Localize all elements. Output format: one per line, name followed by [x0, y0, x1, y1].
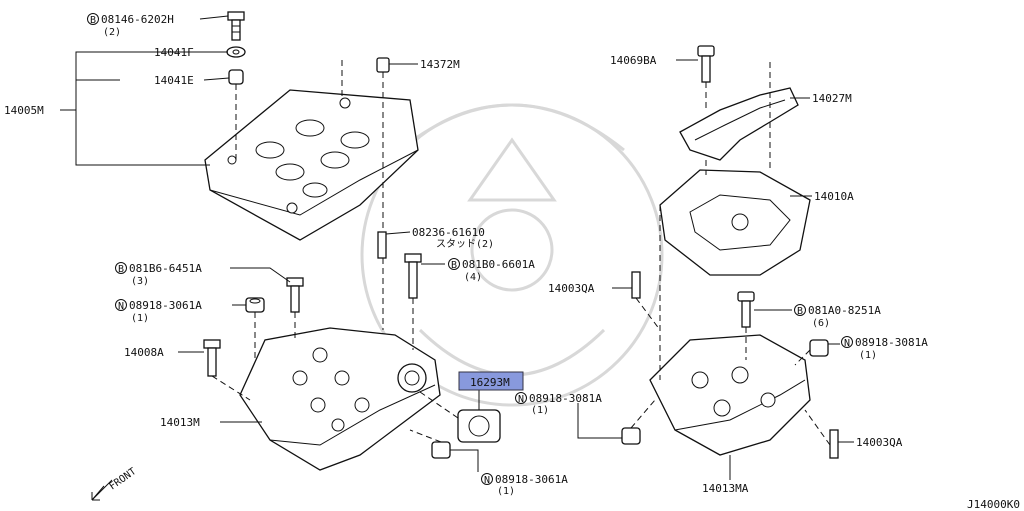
callout-08918-3081A-right[interactable]: N 08918-3081A (1) — [841, 336, 929, 361]
stud-14003QA-lower-icon[interactable] — [829, 429, 839, 459]
bolt-081B6-icon[interactable] — [286, 277, 304, 313]
callout-14027M[interactable]: 14027M — [812, 92, 852, 105]
callout-16293M[interactable]: 16293M — [458, 371, 524, 391]
callout-14003QA-upper[interactable]: 14003QA — [548, 282, 595, 295]
callout-label: 14041F — [154, 46, 194, 59]
callout-14069BA[interactable]: 14069BA — [610, 54, 657, 67]
callout-label: 14005M — [4, 104, 44, 117]
callout-label: 08236-61610 — [412, 226, 485, 239]
callout-14372M[interactable]: 14372M — [420, 58, 460, 71]
front-arrow: FRONT — [91, 466, 138, 501]
callout-14003QA-lower[interactable]: 14003QA — [856, 436, 903, 449]
callout-label: 08918-3061A — [495, 473, 568, 486]
callout-label: 081B6-6451A — [129, 262, 202, 275]
bolt-14008A-icon[interactable] — [203, 339, 221, 377]
engine-cover-14005M-icon[interactable] — [204, 89, 419, 241]
callout-14005M[interactable]: 14005M — [4, 104, 44, 117]
gasket-14010A-icon[interactable] — [659, 169, 811, 276]
callout-081A0-8251A[interactable]: B 081A0-8251A (6) — [794, 304, 882, 329]
callout-label: 081B0-6601A — [462, 258, 535, 271]
gasket-16293M-icon[interactable] — [457, 409, 501, 443]
bolt-08146-icon[interactable] — [227, 11, 245, 41]
callout-label: 14008A — [124, 346, 164, 359]
callout-08918-3061A-lower[interactable]: N 08918-3061A (1) — [481, 473, 569, 497]
callout-14041F[interactable]: 14041F — [154, 46, 194, 59]
callout-qty: スタッド(2) — [436, 238, 494, 250]
callout-label: 08146-6202H — [101, 13, 174, 26]
callout-08918-3061A-upper[interactable]: N 08918-3061A (1) — [115, 299, 203, 324]
nut-08918-3061A-upper-icon[interactable] — [245, 297, 265, 313]
callout-label: 08918-3081A — [529, 392, 602, 405]
callout-label: 14003QA — [856, 436, 903, 449]
bolt-14069BA-icon[interactable] — [697, 45, 715, 83]
grommet-14041F-icon[interactable] — [226, 46, 246, 58]
callout-qty: (1) — [859, 350, 877, 361]
callout-label: 14010A — [814, 190, 854, 203]
callout-prefix: B — [90, 15, 96, 26]
nut-08918-3061A-lower-icon[interactable] — [431, 441, 451, 459]
callout-prefix: N — [484, 475, 490, 486]
callout-14041E[interactable]: 14041E — [154, 74, 194, 87]
callout-label: 14003QA — [548, 282, 595, 295]
intake-manifold-14013M-icon[interactable] — [239, 327, 441, 471]
front-label: FRONT — [107, 466, 138, 492]
lower-manifold-14013MA-icon[interactable] — [649, 334, 811, 456]
callout-label: 08918-3081A — [855, 336, 928, 349]
callout-14010A[interactable]: 14010A — [814, 190, 854, 203]
callout-qty: (3) — [131, 276, 149, 287]
leader-lines — [60, 15, 854, 480]
stud-14003QA-upper-icon[interactable] — [631, 271, 641, 299]
bolt-081B0-icon[interactable] — [404, 253, 422, 299]
callout-prefix: B — [118, 264, 124, 275]
callout-14008A[interactable]: 14008A — [124, 346, 164, 359]
callout-label: 14372M — [420, 58, 460, 71]
callout-label: 14027M — [812, 92, 852, 105]
bolt-081A0-icon[interactable] — [737, 291, 755, 328]
callout-prefix: N — [518, 394, 524, 405]
callout-label: 14013MA — [702, 482, 749, 495]
bolt-14372M-icon[interactable] — [376, 57, 390, 73]
callout-qty: (1) — [131, 313, 149, 324]
callout-label: 081A0-8251A — [808, 304, 881, 317]
callout-label: 14013M — [160, 416, 200, 429]
nut-08918-3081A-mid-icon[interactable] — [621, 427, 641, 445]
callout-14013MA[interactable]: 14013MA — [702, 482, 749, 495]
callout-qty: (2) — [103, 27, 121, 38]
callout-label: 14041E — [154, 74, 194, 87]
callout-qty: (1) — [497, 486, 515, 497]
stud-08236-icon[interactable] — [377, 231, 387, 259]
watermark-emblem — [360, 103, 664, 407]
assembly-lines — [211, 60, 831, 446]
callout-08918-3081A-mid[interactable]: N 08918-3081A (1) — [515, 392, 603, 416]
collar-14041E-icon[interactable] — [228, 69, 244, 85]
callout-prefix: N — [844, 338, 850, 349]
callout-081B6-6451A[interactable]: B 081B6-6451A (3) — [115, 262, 203, 287]
callout-08236-61610[interactable]: 08236-61610 スタッド(2) — [412, 226, 494, 250]
callout-label: 16293M — [470, 376, 510, 389]
gasket-14027M-icon[interactable] — [679, 87, 799, 161]
callout-qty: (1) — [531, 405, 549, 416]
callout-label: 14069BA — [610, 54, 657, 67]
callout-qty: (4) — [464, 272, 482, 283]
nut-08918-3081A-right-icon[interactable] — [809, 339, 829, 357]
diagram-id: J14000K0 — [967, 498, 1020, 511]
callout-081B0-6601A[interactable]: B 081B0-6601A (4) — [448, 258, 536, 283]
callout-08146-6202H[interactable]: B 08146-6202H (2) — [87, 13, 174, 38]
callout-qty: (6) — [812, 318, 830, 329]
callout-prefix: N — [118, 301, 124, 312]
highlight-box — [458, 371, 524, 391]
callout-label: 08918-3061A — [129, 299, 202, 312]
callout-14013M[interactable]: 14013M — [160, 416, 200, 429]
callout-prefix: B — [451, 260, 457, 271]
callout-prefix: B — [797, 306, 803, 317]
